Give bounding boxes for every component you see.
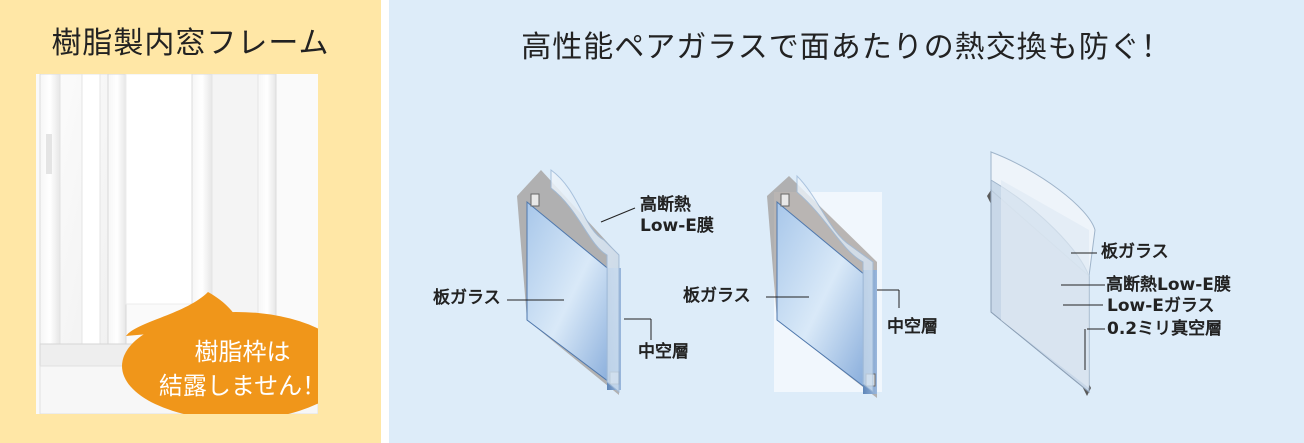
d3-low-e-film-label: 高断熱Low-E膜 [1106,275,1231,295]
d1-low-e-label: 高断熱 Low-E膜 [640,195,714,237]
d1-low-e-line-2: Low-E膜 [640,216,714,236]
right-title: 高性能ペアガラスで面あたりの熱交換も防ぐ！ [521,30,1172,65]
d3-plate-glass-label: 板ガラス [1101,242,1169,262]
d2-air-gap-label: 中空層 [887,317,938,337]
pair-glass-diagram-1 [507,169,652,395]
panel-divider [381,0,389,443]
bubble-line-1: 樹脂枠は [194,338,291,366]
d3-low-e-glass-label: Low-Eガラス [1107,296,1215,316]
d1-plate-glass-label: 板ガラス [433,288,501,308]
speech-bubble-text: 樹脂枠は 結露しません！ [130,335,355,403]
d3-vacuum-layer-label: 0.2ミリ真空層 [1107,319,1223,339]
d2-plate-glass-label: 板ガラス [683,286,751,306]
pair-glass-diagram-2 [766,174,900,398]
left-title: 樹脂製内窓フレーム [51,26,330,61]
window-frame-photo [36,74,318,414]
glass-diagrams [507,151,1105,398]
d1-air-gap-label: 中空層 [638,342,689,362]
bubble-line-2: 結露しません！ [158,372,327,400]
vacuum-glass-diagram [987,151,1105,396]
d1-low-e-line-1: 高断熱 [640,195,691,215]
